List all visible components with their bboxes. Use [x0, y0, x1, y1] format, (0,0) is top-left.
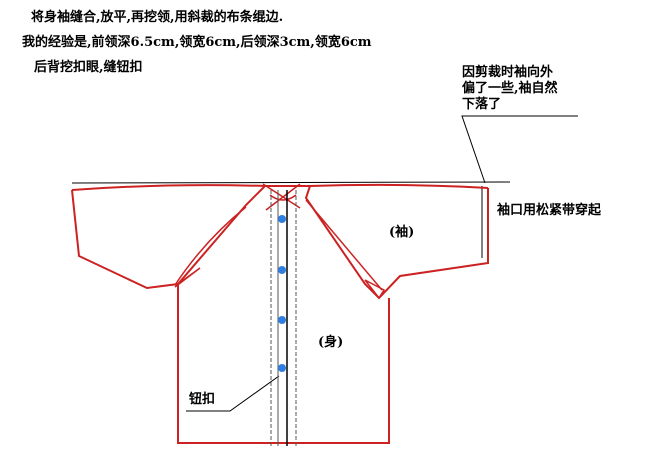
- note-leader-line: [461, 115, 578, 184]
- neck-cross-mark: [262, 183, 301, 211]
- back-placket: [270, 190, 297, 446]
- left-underarm-dart: [174, 267, 201, 288]
- buttons: [278, 215, 286, 372]
- neck-curve: [269, 194, 297, 201]
- sleeve-drop-note-line-3: 下落了: [462, 97, 502, 112]
- sleeve-drop-note-line-1: 因剪裁时袖向外: [462, 65, 554, 80]
- button-4: [278, 364, 286, 372]
- body-label: (身): [318, 335, 344, 350]
- body-outline: [177, 284, 390, 444]
- instruction-line-2: 我的经验是,前领深6.5cm,领宽6cm,后领深3cm,领宽6cm: [22, 35, 372, 50]
- shoulder-seam: [71, 183, 489, 191]
- instruction-line-1: 将身袖缝合,放平,再挖领,用斜裁的布条绲边.: [31, 10, 284, 25]
- left-raglan-seam: [174, 206, 247, 286]
- garment-outline: [71, 183, 489, 444]
- button-label: 钮扣: [189, 392, 216, 407]
- right-raglan-seam: [305, 199, 383, 291]
- right-sleeve-outline: [304, 185, 489, 300]
- sleeve-label: (袖): [389, 225, 415, 240]
- sleeve-drop-note: 因剪裁时袖向外 偏了一些,袖自然 下落了: [462, 65, 558, 113]
- left-sleeve-outline: [71, 185, 266, 290]
- instruction-line-3: 后背挖扣眼,缝钮扣: [34, 60, 143, 75]
- right-underarm-dart: [364, 279, 386, 300]
- shoulder-guide-line: [71, 181, 511, 184]
- button-leader-line: [186, 375, 280, 412]
- cuff-elastic-label: 袖口用松紧带穿起: [497, 203, 602, 218]
- button-1: [278, 215, 286, 223]
- button-3: [278, 316, 286, 324]
- sleeve-drop-note-line-2: 偏了一些,袖自然: [462, 81, 558, 96]
- button-2: [278, 266, 286, 274]
